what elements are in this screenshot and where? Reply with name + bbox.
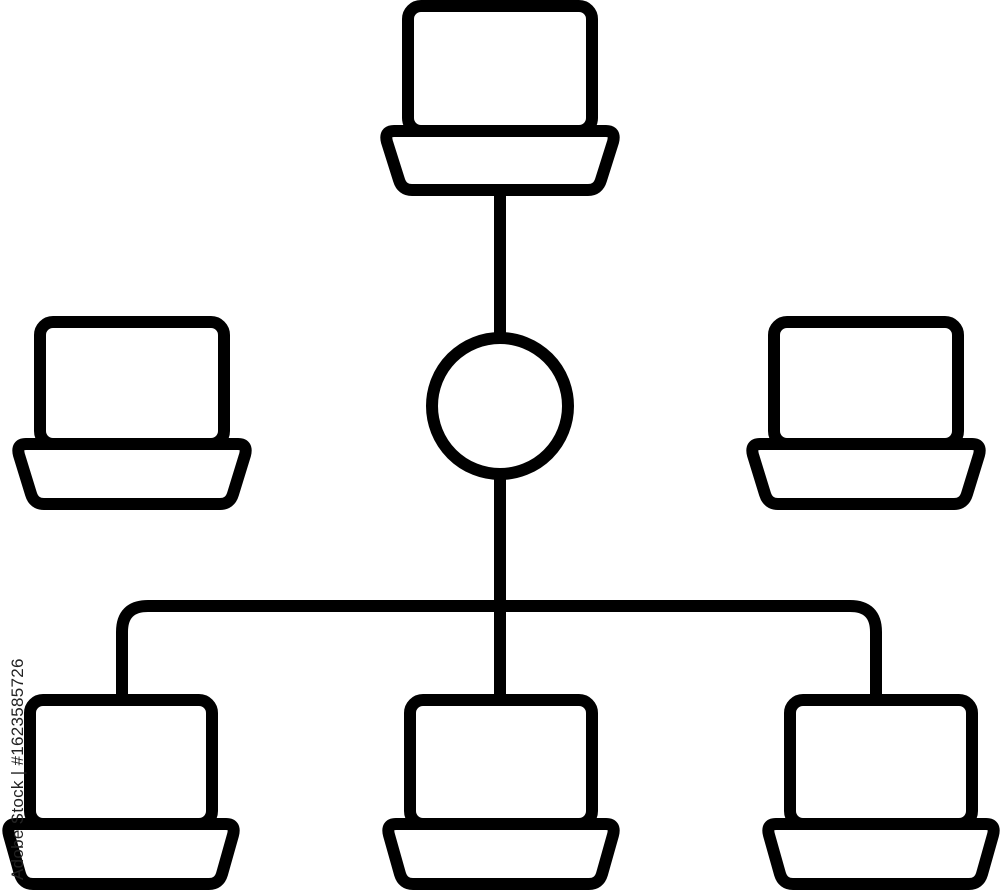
- connectors: [116, 188, 882, 706]
- top-laptop-icon: [380, 0, 620, 196]
- hub-circle-icon: [426, 332, 574, 480]
- bottom-right-laptop-icon: [762, 694, 1000, 890]
- bottom-left-laptop-icon: [2, 694, 240, 890]
- branch-connector: [116, 600, 882, 700]
- left-laptop-icon: [12, 316, 252, 510]
- watermark-text: Adobe Stock | #1623585726: [8, 658, 27, 880]
- right-laptop-icon: [746, 316, 986, 510]
- bottom-center-laptop-icon: [382, 694, 620, 890]
